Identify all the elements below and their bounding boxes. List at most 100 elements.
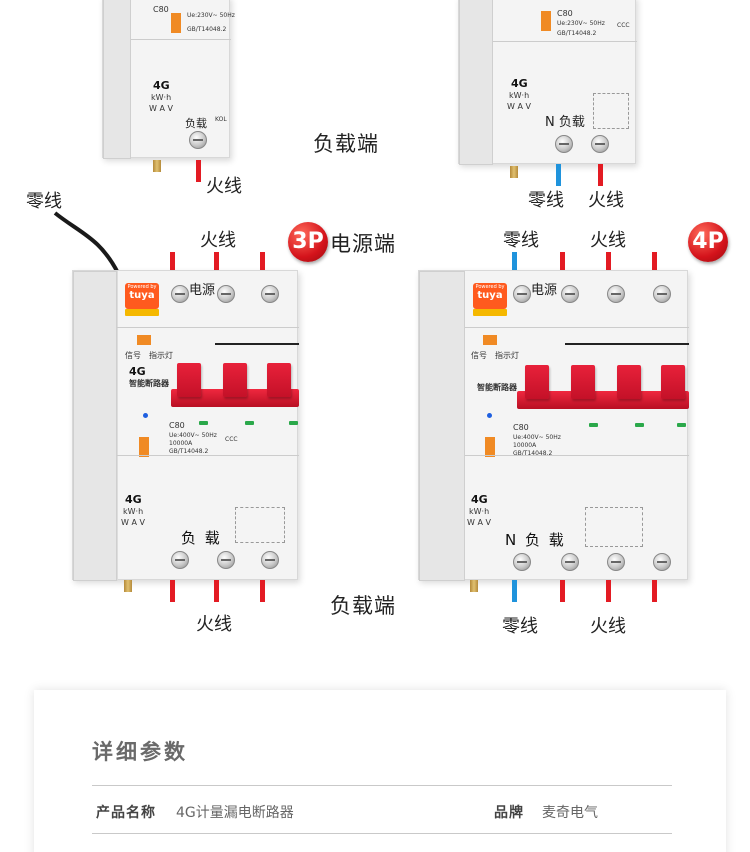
- tuya-logo: Powered by tuya: [125, 283, 159, 309]
- mounting-screw: [470, 580, 478, 592]
- breaker-side-panel: [459, 0, 493, 165]
- spec-text: C80: [557, 9, 573, 18]
- terminal-screw: [607, 285, 625, 303]
- 4p-badge: 4P: [688, 222, 728, 262]
- terminal-screw: [217, 551, 235, 569]
- breaker-side-panel: [103, 0, 131, 159]
- tuya-stripe: [125, 309, 159, 316]
- spec-text: GB/T14048.2: [187, 26, 227, 33]
- toggle-handle-1[interactable]: [525, 365, 549, 399]
- signal-label: 信号: [471, 351, 487, 360]
- live-wire-mark: [598, 164, 603, 186]
- live-wire-mark: [214, 580, 219, 602]
- circuit-diagram: [235, 507, 285, 543]
- status-indicator: [289, 421, 298, 425]
- tuya-stripe: [473, 309, 507, 316]
- live-wire-mark: [196, 160, 201, 182]
- terminal-screw: [261, 285, 279, 303]
- power-end-label: 电源端: [330, 232, 396, 256]
- kwh-label: kW·h: [123, 507, 144, 516]
- status-indicator: [245, 421, 254, 425]
- mounting-screw: [124, 580, 132, 592]
- terminal-screw: [653, 553, 671, 571]
- test-button: [485, 437, 495, 457]
- spec-text: GB/T14048.2: [169, 448, 209, 455]
- live-wire-mark: [606, 580, 611, 602]
- terminal-screw: [217, 285, 235, 303]
- divider: [92, 785, 672, 786]
- spec-text: GB/T14048.2: [513, 450, 553, 457]
- indicator-label: 指示灯: [149, 351, 173, 360]
- live-wire-mark: [260, 580, 265, 602]
- terminal-screw: [555, 135, 573, 153]
- terminal-screw: [513, 285, 531, 303]
- breaker-side-panel: [419, 271, 465, 581]
- 4g-logo: 4G: [125, 493, 142, 506]
- load-label: 负 载: [181, 529, 222, 547]
- 4g-logo: 4G: [129, 365, 146, 378]
- live-wire-mark: [606, 252, 611, 272]
- cert-mark: CCC: [617, 22, 630, 29]
- spec-text: 10000A: [169, 440, 193, 447]
- terminal-screw: [653, 285, 671, 303]
- indicator-light: [483, 335, 497, 345]
- neutral-wire-mark: [512, 580, 517, 602]
- divider: [92, 833, 672, 834]
- power-label: 电源: [189, 283, 216, 298]
- load-label: 负载: [185, 117, 207, 130]
- kol-label: KOL: [215, 116, 227, 123]
- spec-text: Ue:400V~ 50Hz: [513, 434, 561, 441]
- neutral-wire-label: 零线: [502, 616, 538, 637]
- neutral-wire-mark: [512, 252, 517, 272]
- toggle-handle-3[interactable]: [267, 363, 291, 397]
- tuya-logo: Powered by tuya: [473, 283, 507, 309]
- terminal-screw: [171, 285, 189, 303]
- indicator-label: 指示灯: [495, 351, 519, 360]
- circuit-diagram: [585, 507, 643, 547]
- circuit-diagram: [593, 93, 629, 129]
- param-key-product-name: 产品名称: [96, 805, 156, 821]
- live-wire-mark: [560, 580, 565, 602]
- power-led: [487, 413, 492, 418]
- wav-label: W A V: [121, 518, 145, 527]
- toggle-handle-2[interactable]: [223, 363, 247, 397]
- toggle-handle-2[interactable]: [571, 365, 595, 399]
- live-wire-mark: [260, 252, 265, 272]
- load-end-label-bottom: 负载端: [330, 594, 396, 618]
- smart-breaker-label: 智能断路器: [129, 379, 169, 388]
- toggle-handle-1[interactable]: [177, 363, 201, 397]
- neutral-wire-mark: [556, 164, 561, 186]
- terminal-screw: [189, 131, 207, 149]
- status-indicator: [199, 421, 208, 425]
- live-wire-mark: [652, 580, 657, 602]
- toggle-handle-3[interactable]: [617, 365, 641, 399]
- kwh-label: kW·h: [509, 91, 530, 100]
- model-label: C80: [169, 421, 185, 430]
- terminal-screw: [513, 553, 531, 571]
- n-load-label: N 负 载: [505, 531, 566, 549]
- model-label: C80: [513, 423, 529, 432]
- wav-label: W A V: [149, 104, 173, 113]
- status-indicator: [589, 423, 598, 427]
- terminal-screw: [591, 135, 609, 153]
- terminal-screw: [171, 551, 189, 569]
- test-button: [541, 11, 551, 31]
- terminal-screw: [561, 285, 579, 303]
- wav-label: W A V: [467, 518, 491, 527]
- detail-params-card: 详细参数 产品名称 4G计量漏电断路器 品牌 麦奇电气: [34, 690, 726, 852]
- live-wire-mark: [652, 252, 657, 272]
- param-value-product-name: 4G计量漏电断路器: [176, 805, 294, 821]
- 4g-logo: 4G: [471, 493, 488, 506]
- terminal-screw: [607, 553, 625, 571]
- breaker-side-panel: [73, 271, 117, 581]
- toggle-handle-4[interactable]: [661, 365, 685, 399]
- terminal-screw: [261, 551, 279, 569]
- live-wire-label: 火线: [588, 190, 624, 211]
- kwh-label: kW·h: [151, 93, 172, 102]
- status-indicator: [635, 423, 644, 427]
- load-end-label-top: 负载端: [313, 132, 379, 156]
- live-wire-label: 火线: [206, 176, 242, 197]
- neutral-wire-label: 零线: [26, 191, 62, 212]
- live-wire-label: 火线: [590, 230, 626, 251]
- n-load-label: N 负载: [545, 115, 585, 130]
